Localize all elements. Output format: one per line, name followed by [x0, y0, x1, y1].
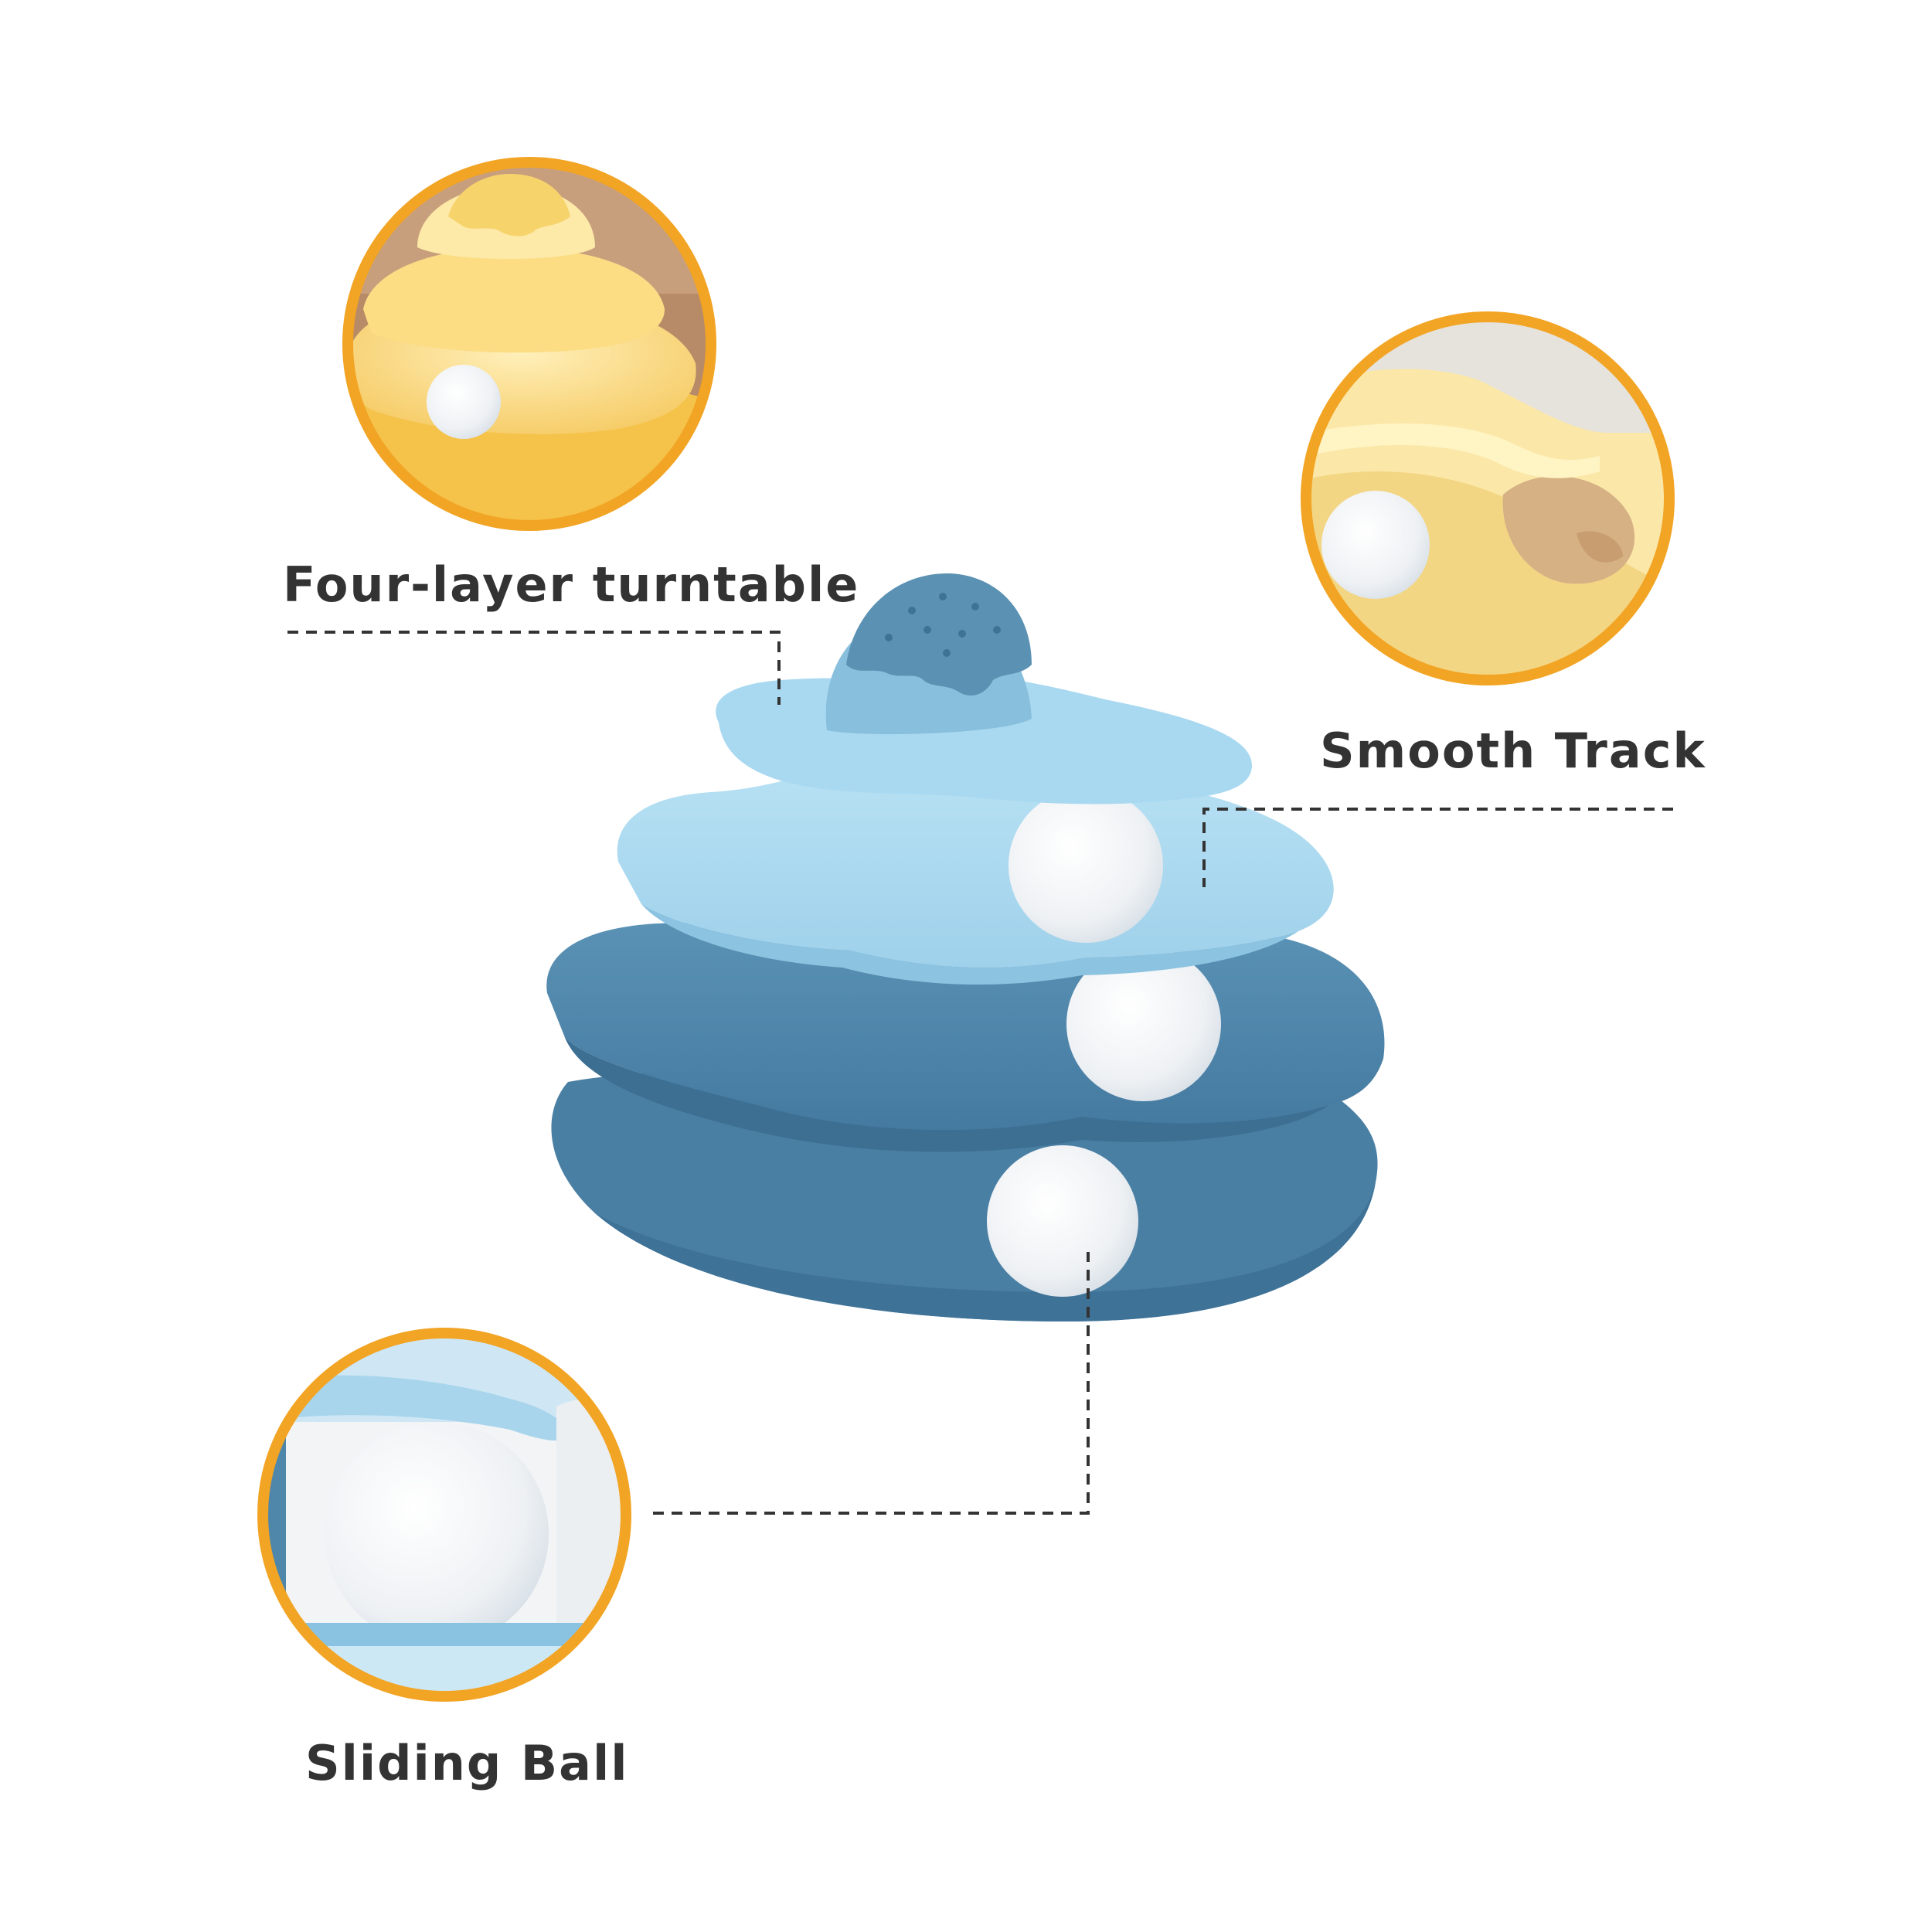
ball-middle: [1066, 947, 1221, 1101]
leader-lines: [287, 631, 1673, 1515]
label-sliding-ball: Sliding Ball: [305, 1735, 629, 1791]
label-four-layer-turntable: Four-layer turntable: [283, 556, 860, 613]
callout-ring-a: [342, 157, 716, 531]
dome-cap: [846, 573, 1032, 696]
callout-four-layer: [342, 157, 716, 531]
ball-bottom: [987, 1145, 1138, 1297]
turntable-toy: [546, 573, 1385, 1321]
label-smooth-track: Smooth Track: [1320, 723, 1706, 779]
ball-top: [1009, 788, 1163, 943]
leader-four-layer: [287, 631, 781, 705]
leader-smooth-track: [1202, 808, 1673, 887]
callout-ring-b: [1301, 311, 1675, 685]
callout-smooth-track: [1301, 311, 1675, 685]
yellow-dome-cap: [448, 174, 570, 236]
leader-sliding-ball: [653, 1252, 1090, 1515]
tier-2: [617, 753, 1334, 968]
callout-sliding-ball: [257, 1328, 631, 1702]
callout-ring-c: [257, 1328, 631, 1702]
